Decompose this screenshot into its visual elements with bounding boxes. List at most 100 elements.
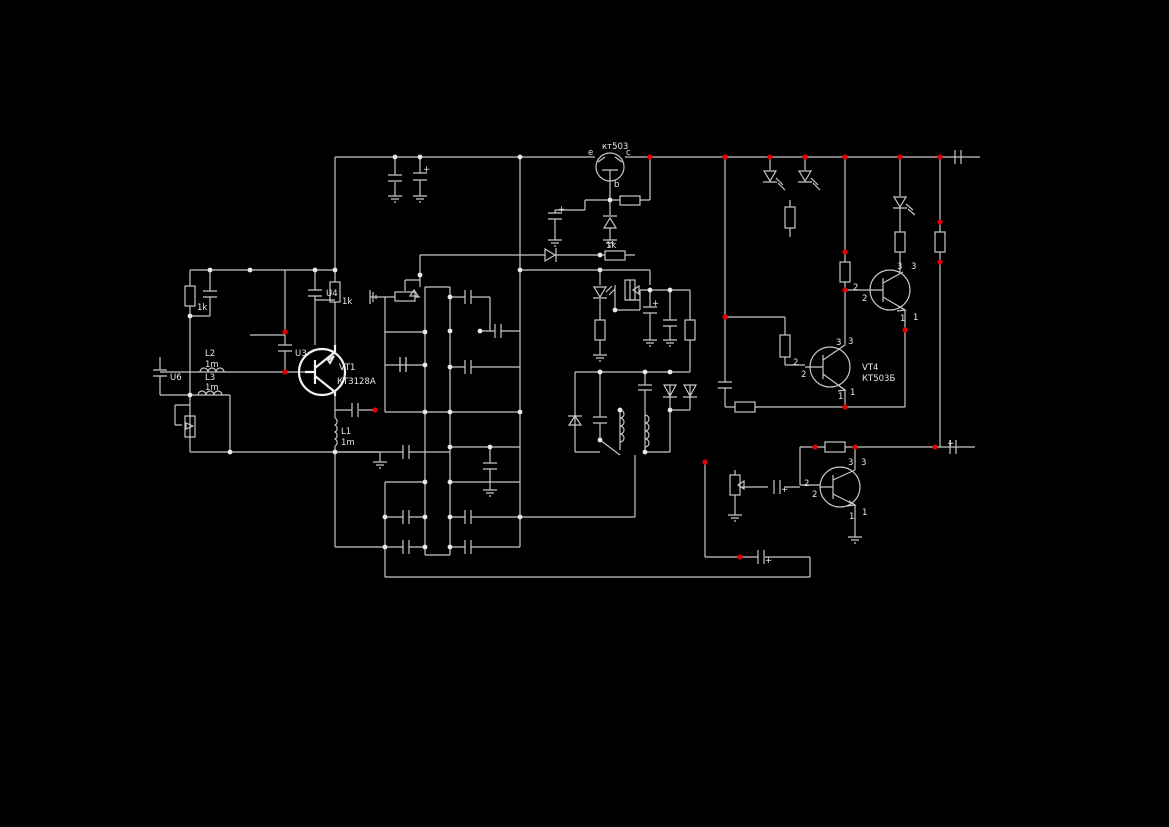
svg-text:+: + bbox=[423, 165, 430, 175]
polarity-marks: +++ +++ bbox=[423, 165, 954, 566]
inductor-l2 bbox=[199, 367, 225, 373]
resistor-vt4-base bbox=[779, 334, 791, 358]
led-right bbox=[892, 196, 916, 216]
vt1-type-label: КТ3128А bbox=[337, 377, 376, 387]
l2-label: L2 bbox=[205, 349, 215, 359]
resistor-r1 bbox=[184, 285, 196, 307]
resistors bbox=[184, 195, 946, 496]
svg-text:3: 3 bbox=[836, 338, 841, 348]
l3-label: L3 bbox=[205, 373, 215, 383]
kt503-label: кт503 bbox=[602, 142, 628, 152]
resistor-trim-left bbox=[184, 415, 196, 438]
transistor-kt503-regulator bbox=[595, 152, 625, 182]
vt4-type-label: КТ503Б bbox=[862, 374, 895, 384]
svg-text:2: 2 bbox=[793, 358, 798, 368]
svg-text:2: 2 bbox=[801, 370, 806, 380]
resistor-pot-output bbox=[729, 474, 741, 496]
potentiometer-wipers bbox=[185, 284, 745, 491]
transistor-output bbox=[819, 466, 861, 515]
led-pair-left bbox=[762, 170, 786, 191]
probe-dots bbox=[282, 154, 943, 560]
l2-value-label: 1m bbox=[205, 360, 219, 370]
svg-text:2: 2 bbox=[853, 283, 858, 293]
capacitor-output-stage-in bbox=[773, 480, 781, 494]
diode-regulator bbox=[602, 215, 618, 229]
capacitor-output-bottom bbox=[949, 440, 957, 454]
r2-value-label: 1k bbox=[342, 297, 352, 307]
l1-value-label: 1m bbox=[341, 438, 355, 448]
transistor-vt1 bbox=[297, 345, 347, 397]
svg-text:1: 1 bbox=[900, 314, 905, 324]
resistor-pot-led bbox=[624, 279, 636, 301]
ground-11 bbox=[369, 290, 377, 304]
capacitor-u4 bbox=[308, 289, 322, 297]
svg-text:3: 3 bbox=[848, 337, 853, 347]
capacitor-left-1 bbox=[203, 290, 217, 298]
pin-e-label: e bbox=[588, 148, 593, 158]
capacitor-regulator bbox=[548, 212, 562, 220]
svg-text:+: + bbox=[652, 299, 659, 309]
svg-text:3: 3 bbox=[897, 262, 902, 272]
junction-dots bbox=[187, 154, 673, 550]
ground-4 bbox=[483, 489, 497, 497]
vt1-name-label: VT1 bbox=[339, 363, 355, 373]
component-labels: VT1 КТ3128А VT4 КТ503Б кт503 e c b U6 U4… bbox=[170, 142, 895, 448]
u3-label: U3 bbox=[295, 349, 307, 359]
capacitor-output-top bbox=[954, 150, 962, 164]
capacitor-top-1 bbox=[388, 174, 402, 182]
u4-label: U4 bbox=[326, 289, 338, 299]
transistor-upper-right bbox=[869, 269, 911, 330]
resistor-led-series bbox=[594, 319, 606, 341]
vt4-name-label: VT4 bbox=[862, 363, 878, 373]
l1-label: L1 bbox=[341, 427, 351, 437]
diode-tank-left bbox=[567, 414, 583, 426]
pin-b-label: b bbox=[614, 180, 619, 190]
resistor-regulator bbox=[619, 195, 641, 206]
ground-10 bbox=[848, 536, 862, 544]
svg-text:1: 1 bbox=[862, 508, 867, 518]
capacitor-vt4-left bbox=[718, 381, 732, 389]
svg-text:3: 3 bbox=[911, 262, 916, 272]
ground-9 bbox=[728, 514, 742, 522]
ground-6 bbox=[603, 239, 617, 247]
inductors bbox=[197, 367, 650, 448]
pin-c-label: c bbox=[626, 148, 631, 158]
inductor-l1 bbox=[333, 417, 338, 447]
capacitors: +++ +++ bbox=[153, 150, 962, 566]
svg-text:+: + bbox=[765, 556, 772, 566]
resistor-vt-collector bbox=[839, 261, 851, 283]
capacitor-u6 bbox=[153, 369, 167, 377]
capacitor-bank-lower bbox=[402, 510, 472, 554]
ground-8 bbox=[643, 339, 677, 347]
wiring bbox=[159, 156, 980, 578]
r-mid-value-label: 1k bbox=[606, 241, 616, 251]
svg-text:+: + bbox=[781, 485, 788, 495]
svg-text:+: + bbox=[558, 205, 565, 215]
capacitor-u3 bbox=[278, 344, 292, 352]
transistor-vt4 bbox=[805, 335, 851, 395]
svg-text:3: 3 bbox=[861, 458, 866, 468]
ground-7 bbox=[593, 354, 607, 362]
inductor-l3 bbox=[197, 390, 223, 396]
resistor-vt4-feedback bbox=[734, 401, 756, 413]
resistor-right-mid bbox=[684, 319, 696, 341]
svg-text:3: 3 bbox=[848, 458, 853, 468]
resistor-led-pair bbox=[784, 206, 796, 229]
svg-text:1: 1 bbox=[838, 392, 843, 402]
capacitor-lc-tank bbox=[593, 384, 652, 424]
ground-3 bbox=[373, 461, 387, 469]
svg-text:2: 2 bbox=[862, 294, 867, 304]
ground-1 bbox=[388, 195, 402, 203]
diode-pair-right bbox=[662, 384, 698, 398]
svg-text:2: 2 bbox=[804, 479, 809, 489]
svg-text:2: 2 bbox=[812, 490, 817, 500]
capacitor-led-cluster bbox=[643, 306, 677, 327]
capacitor-feedback-bottom bbox=[757, 550, 765, 564]
svg-text:1: 1 bbox=[849, 512, 854, 522]
inductor-tank-pair bbox=[619, 409, 650, 448]
diode-horizontal bbox=[544, 247, 557, 263]
led-pair-right bbox=[797, 170, 821, 191]
capacitor-bank-upper bbox=[399, 290, 502, 374]
u6-label: U6 bbox=[170, 373, 182, 383]
